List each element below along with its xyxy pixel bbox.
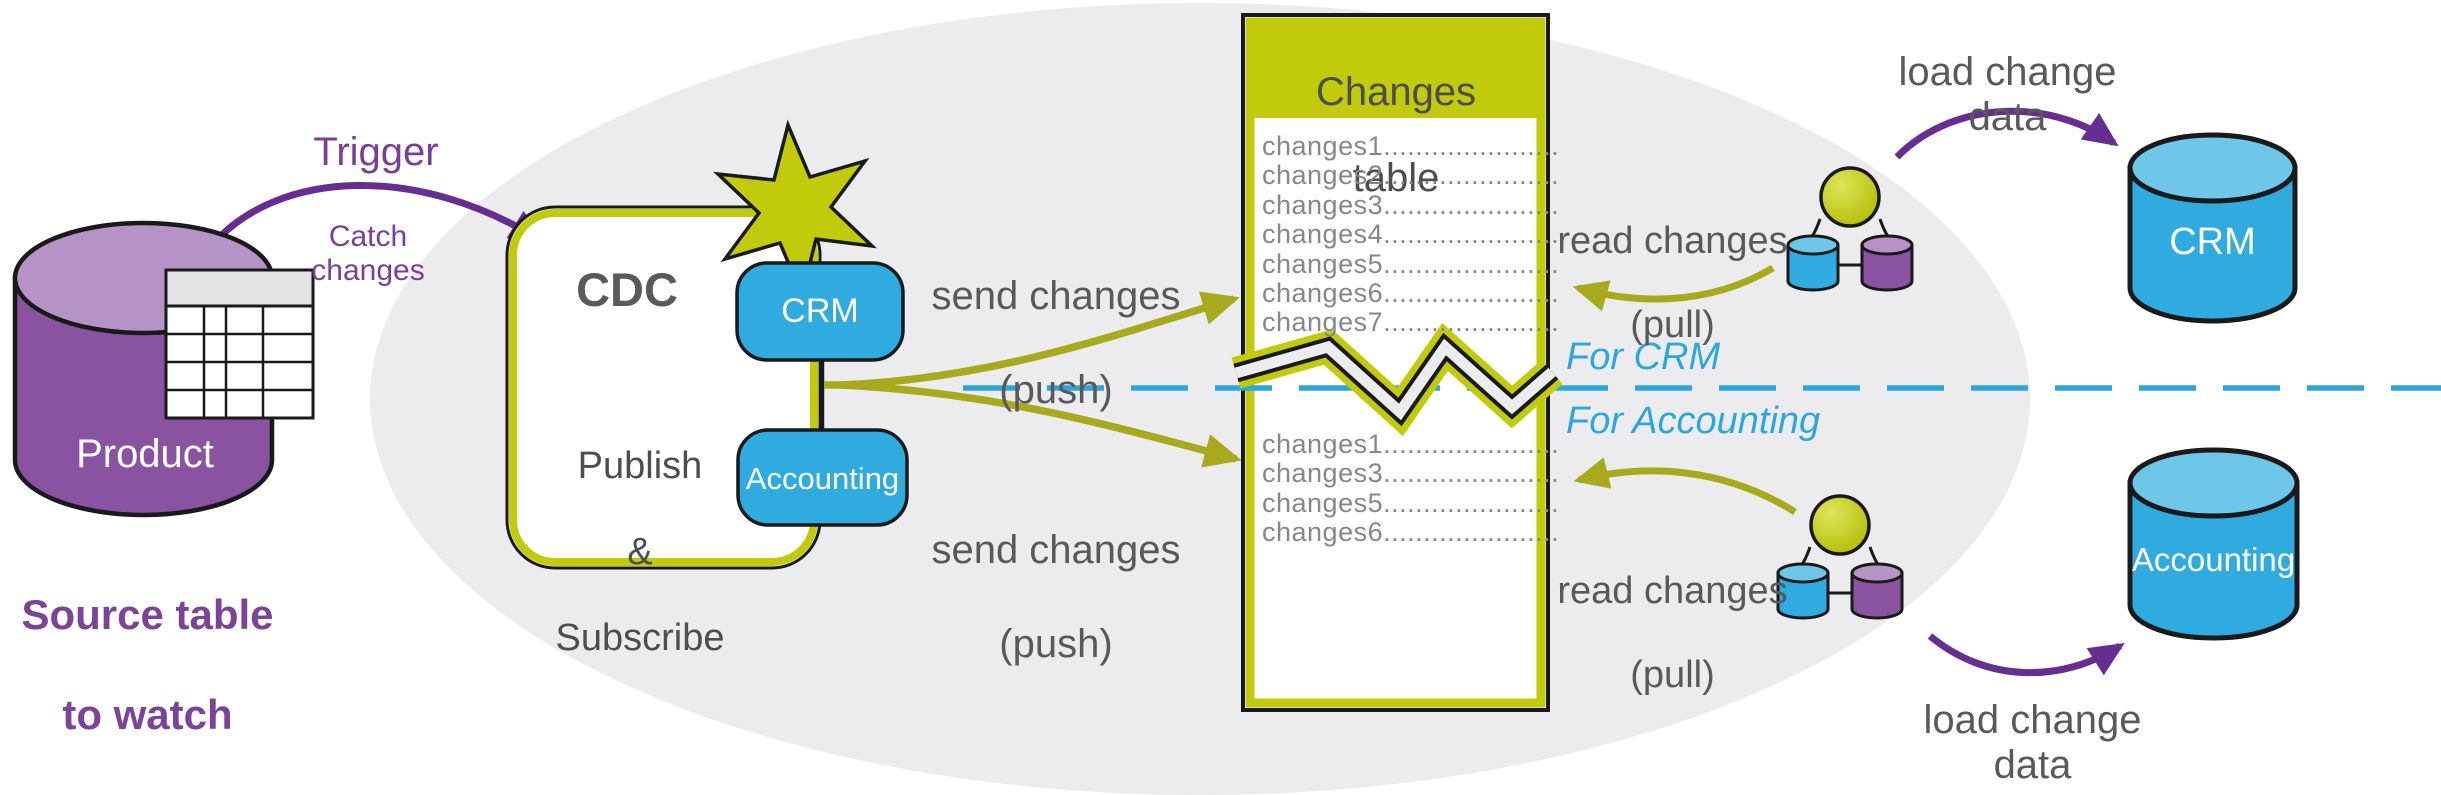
send-changes-line1: send changes (931, 528, 1181, 572)
read-changes-line1: read changes (1557, 570, 1788, 612)
source-caption-line2: to watch (62, 691, 233, 738)
read-changes-line2: (pull) (1630, 304, 1715, 346)
trigger-arrow (209, 182, 545, 248)
zigzag-tear-icon (1231, 322, 1563, 437)
cdc-title: CDC (576, 263, 678, 316)
accounting-database-icon (2127, 447, 2300, 641)
catch-changes-label: Catch changes (311, 220, 425, 287)
load-change-data-arrow-crm (1894, 107, 2119, 160)
crm-db-label: CRM (2169, 221, 2256, 263)
source-table-caption: Source table to watch (5, 540, 290, 790)
table-row: changes1...................... (1262, 429, 1560, 459)
table-row: changes1...................... (1262, 131, 1560, 161)
table-row: changes4...................... (1262, 219, 1560, 250)
accounting-db-label: Accounting (2131, 541, 2296, 578)
ampersand-line: & (627, 531, 653, 573)
read-changes-line2: (pull) (1630, 654, 1715, 696)
table-row: changes2...................... (1262, 160, 1560, 191)
crm-pill-label: CRM (781, 292, 859, 330)
read-changes-arrow-crm (1572, 264, 1775, 312)
accounting-pill-label: Accounting (745, 461, 900, 496)
send-changes-line2: (push) (999, 368, 1113, 412)
send-changes-line2: (push) (999, 622, 1113, 666)
product-db-label: Product (76, 432, 214, 476)
table-row: changes6...................... (1262, 517, 1560, 548)
for-crm-lane-label: For CRM (1566, 336, 1721, 378)
changes-table-bottom-rows: changes1...................... changes3.… (1262, 429, 1560, 548)
table-row: changes5...................... (1262, 248, 1560, 279)
read-changes-line1: read changes (1557, 220, 1788, 262)
send-changes-push-label-top: send changes (push) (906, 226, 1206, 461)
send-changes-arrows (824, 291, 1242, 468)
changes-table-header-line2: table (1352, 156, 1440, 200)
table-row: changes3...................... (1262, 458, 1560, 489)
source-caption-line1: Source table (21, 591, 274, 638)
load-change-data-label-bottom: load change data (1923, 698, 2142, 787)
publish-line: Publish (577, 445, 703, 487)
table-row: changes3...................... (1262, 189, 1560, 220)
read-changes-arrow-accounting (1573, 457, 1797, 515)
changes-table-header: Changes table (1250, 28, 1542, 243)
table-row: changes5...................... (1262, 487, 1560, 518)
publish-subscribe-label: Publish & Subscribe (515, 402, 765, 703)
send-changes-push-label-bottom: send changes (push) (906, 480, 1206, 715)
table-row: changes7...................... (1262, 307, 1560, 338)
load-change-data-arrow-accounting (1927, 633, 2125, 677)
crm-database-icon (2127, 132, 2298, 324)
load-change-data-label-top: load change data (1898, 50, 2117, 139)
source-table-icon (164, 268, 315, 420)
read-changes-pull-label-top: read changes (pull) (1540, 178, 1805, 388)
trigger-label: Trigger (313, 130, 439, 174)
accounting-pill-shape (736, 428, 909, 527)
table-row: changes6...................... (1262, 278, 1560, 309)
changes-table-top-rows: changes1...................... changes2.… (1262, 131, 1560, 338)
read-changes-pull-label-bottom: read changes (pull) (1540, 528, 1805, 738)
changes-table-header-line1: Changes (1315, 70, 1477, 114)
subscribe-line: Subscribe (555, 617, 725, 659)
send-changes-line1: send changes (931, 274, 1181, 318)
for-accounting-lane-label: For Accounting (1566, 400, 1821, 442)
crm-pill-shape (735, 261, 905, 362)
